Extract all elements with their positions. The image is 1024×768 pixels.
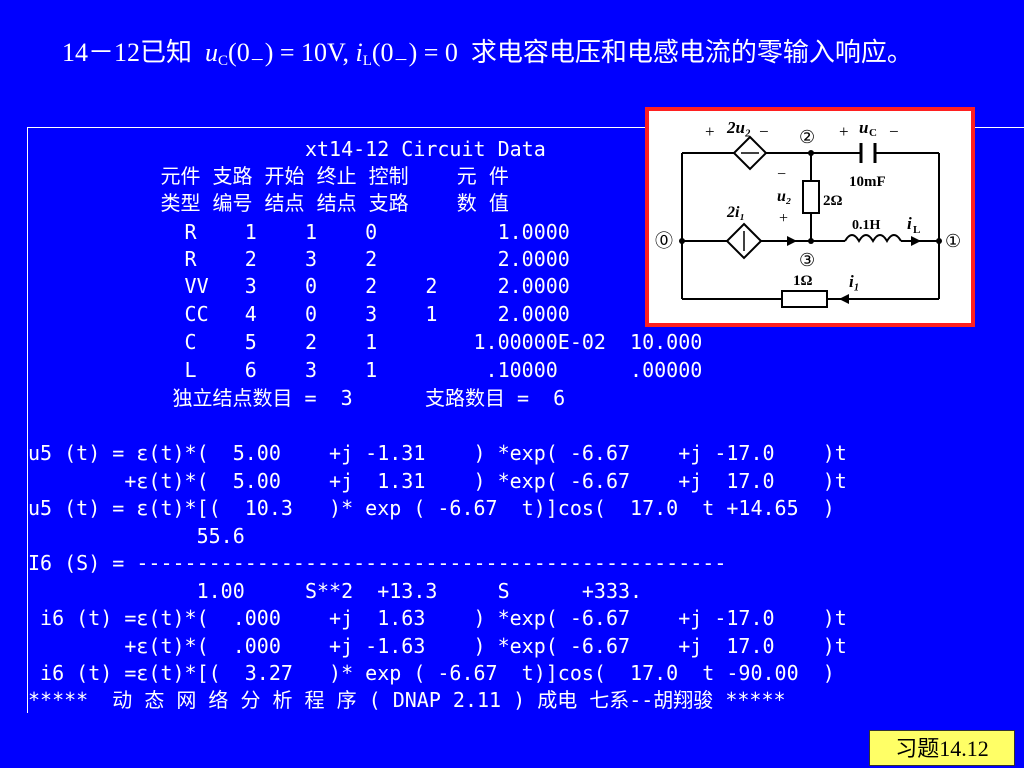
uc-subscript: C bbox=[218, 53, 229, 69]
output-line: 元件 支路 开始 终止 控制 元 件 bbox=[28, 164, 509, 188]
title-suffix: 求电容电压和电感电流的零输入响应。 bbox=[470, 38, 913, 67]
i1-arrow-icon bbox=[839, 294, 849, 304]
il-label-sub: L bbox=[913, 224, 920, 236]
output-line: R 2 3 2 2.0000 bbox=[28, 247, 570, 271]
resistor-2ohm-value: 2Ω bbox=[823, 193, 843, 209]
output-line: u5 (t) = ε(t)*[( 10.3 )* exp ( -6.67 t)]… bbox=[28, 496, 835, 520]
output-line: CC 4 0 3 1 2.0000 bbox=[28, 302, 570, 326]
resistor-2ohm bbox=[802, 180, 820, 214]
output-line: u5 (t) = ε(t)*( 5.00 +j -1.31 ) *exp( -6… bbox=[28, 441, 847, 465]
il-subscript: L bbox=[362, 53, 372, 69]
output-line: I6 (S) = -------------------------------… bbox=[28, 551, 727, 575]
il-variable: i bbox=[355, 38, 363, 67]
node3-label: ③ bbox=[799, 250, 815, 270]
output-line: R 1 1 0 1.0000 bbox=[28, 220, 570, 244]
dep-current-label: 2i₁ bbox=[726, 204, 745, 221]
uc-minus-subscript: － bbox=[249, 53, 265, 69]
minus-sign: − bbox=[777, 166, 786, 183]
uc-value: ) = 10V, bbox=[264, 38, 356, 67]
program-output-panel: xt14-12 Circuit Data 元件 支路 开始 终止 控制 元 件 … bbox=[27, 127, 1024, 713]
output-line: 1.00 S**2 +13.3 S +333. bbox=[28, 579, 643, 603]
output-line: +ε(t)*( 5.00 +j 1.31 ) *exp( -6.67 +j 17… bbox=[28, 469, 847, 493]
node0-label: ⓪ bbox=[655, 231, 673, 251]
i1-label: i₁ bbox=[849, 272, 860, 291]
resistor-1ohm-value: 1Ω bbox=[793, 273, 813, 289]
output-line: C 5 2 1 1.00000E-02 10.000 bbox=[28, 330, 703, 354]
uc-variable: u bbox=[205, 38, 219, 67]
output-line: i6 (t) =ε(t)*[( 3.27 )* exp ( -6.67 t)]c… bbox=[28, 661, 835, 685]
current-arrow-icon bbox=[787, 236, 797, 246]
output-line: L 6 3 1 .10000 .00000 bbox=[28, 358, 703, 382]
exercise-badge: 习题14.12 bbox=[869, 730, 1015, 766]
node2-label: ② bbox=[799, 127, 815, 147]
plus-sign: + bbox=[779, 210, 788, 227]
circuit-schematic: + 2u₂ − ② + u C − 10mF − u₂ + 2Ω 2i₁ ⓪ 0… bbox=[655, 118, 961, 308]
output-line: 55.6 bbox=[28, 524, 245, 548]
resistor-1ohm bbox=[781, 290, 828, 308]
il-label: i bbox=[907, 214, 912, 233]
node1-label: ① bbox=[945, 231, 961, 251]
node-dot bbox=[936, 238, 942, 244]
output-line: +ε(t)*( .000 +j -1.63 ) *exp( -6.67 +j 1… bbox=[28, 634, 847, 658]
inductor-value: 0.1H bbox=[852, 218, 881, 233]
node-dot bbox=[808, 238, 814, 244]
plus-sign: + bbox=[705, 122, 715, 141]
output-line: VV 3 0 2 2 2.0000 bbox=[28, 274, 570, 298]
il-minus-subscript: － bbox=[393, 53, 409, 69]
inductor bbox=[844, 234, 902, 243]
title-prefix: 14－12已知 bbox=[62, 38, 193, 67]
minus-sign: − bbox=[759, 122, 769, 141]
capacitor bbox=[859, 143, 877, 163]
node-dot bbox=[808, 150, 814, 156]
inductor-arrow-icon bbox=[911, 236, 921, 246]
il-arg: (0 bbox=[371, 38, 394, 67]
il-value: ) = 0 bbox=[408, 38, 458, 67]
uc-label-sub: C bbox=[869, 127, 877, 139]
output-line: i6 (t) =ε(t)*( .000 +j 1.63 ) *exp( -6.6… bbox=[28, 606, 847, 630]
problem-title: 14－12已知 uC(0－) = 10V, iL(0－) = 0 求电容电压和电… bbox=[62, 32, 913, 70]
output-line: 类型 编号 结点 结点 支路 数 值 bbox=[28, 191, 509, 215]
uc-arg: (0 bbox=[228, 38, 250, 67]
output-line: ***** 动 态 网 络 分 析 程 序 ( DNAP 2.11 ) 成电 七… bbox=[28, 688, 786, 712]
u2-label: u₂ bbox=[777, 188, 791, 205]
node-dot bbox=[679, 238, 685, 244]
output-line: xt14-12 Circuit Data bbox=[28, 137, 546, 161]
plus-sign: + bbox=[839, 122, 849, 141]
capacitor-value: 10mF bbox=[849, 174, 886, 190]
output-line: 独立结点数目 = 3 支路数目 = 6 bbox=[28, 386, 566, 410]
dep-source-top-label: 2u₂ bbox=[726, 118, 751, 137]
uc-label: u bbox=[859, 118, 868, 137]
circuit-diagram: + 2u₂ − ② + u C − 10mF − u₂ + 2Ω 2i₁ ⓪ 0… bbox=[645, 107, 975, 327]
minus-sign: − bbox=[889, 122, 899, 141]
